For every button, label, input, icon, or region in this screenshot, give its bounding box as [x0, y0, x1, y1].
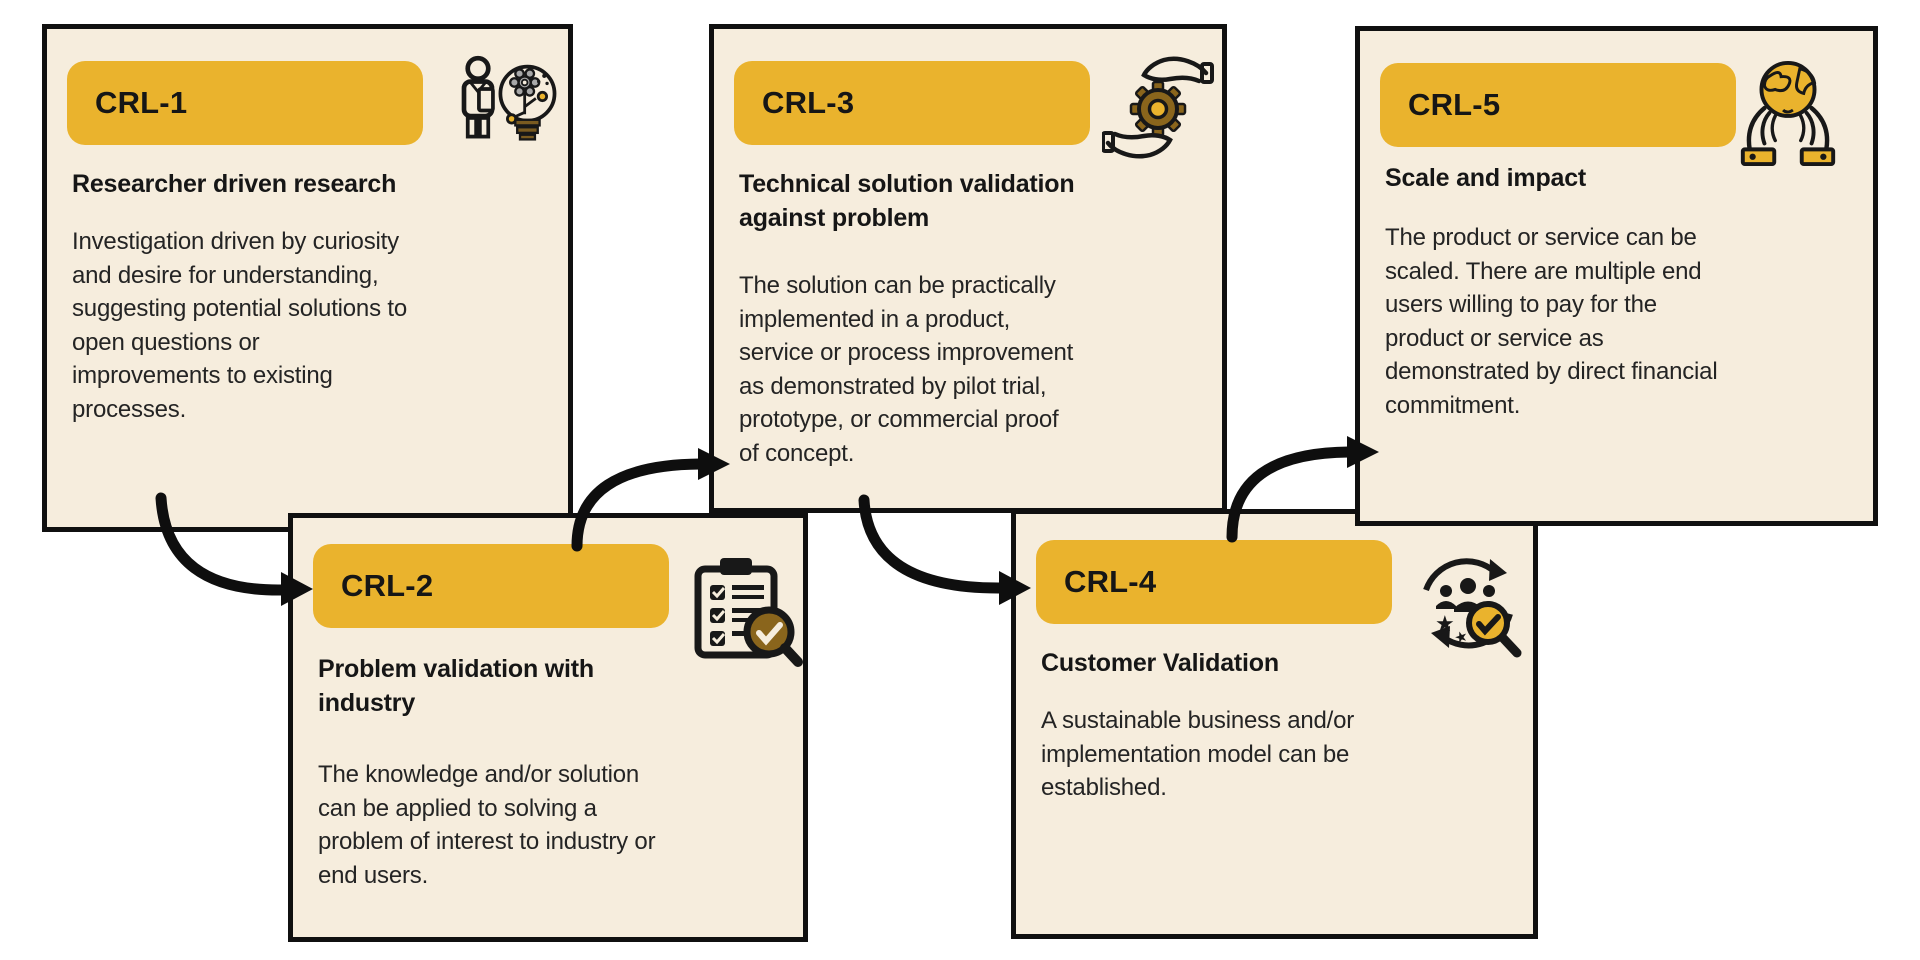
crl-4-card: CRL-4 ★ ★ Customer Validation A s	[1011, 509, 1538, 939]
crl-2-title: Problem validation with industry	[318, 655, 594, 717]
hands-globe-icon	[1729, 59, 1847, 169]
hands-gear-icon	[1101, 51, 1214, 161]
crl-4-body: A sustainable business and/or implementa…	[1041, 707, 1355, 801]
crl-1-title: Researcher driven research	[72, 170, 397, 198]
crl-2-badge: CRL-2	[313, 544, 669, 628]
crl-5-body: The product or service can be scaled. Th…	[1385, 224, 1718, 419]
crl-5-badge-label: CRL-5	[1408, 87, 1501, 122]
crl-3-title: Technical solution validation against pr…	[739, 170, 1075, 232]
crl-3-body: The solution can be practically implemen…	[739, 272, 1074, 467]
people-cycle-magnifier-icon: ★ ★	[1413, 548, 1525, 658]
crl-4-badge: CRL-4	[1036, 540, 1392, 624]
svg-text:★: ★	[1435, 612, 1455, 637]
arrow-crl3-to-crl4	[858, 494, 1007, 594]
crl-3-badge: CRL-3	[734, 61, 1090, 145]
crl-4-title: Customer Validation	[1041, 649, 1279, 677]
crl-1-body: Investigation driven by curiosity and de…	[72, 228, 407, 423]
crl-5-badge: CRL-5	[1380, 63, 1736, 147]
crl-2-card: CRL-2	[288, 513, 808, 942]
clipboard-checklist-magnifier-icon	[691, 554, 803, 667]
crl-4-badge-label: CRL-4	[1064, 564, 1157, 599]
researcher-idea-icon	[450, 51, 562, 161]
svg-text:★: ★	[1452, 626, 1470, 647]
crl-2-body: The knowledge and/or solution can be app…	[318, 761, 656, 889]
crl-1-badge: CRL-1	[67, 61, 423, 145]
crl-1-badge-label: CRL-1	[95, 85, 188, 120]
crl-1-card: CRL-1	[42, 24, 573, 532]
crl-3-badge-label: CRL-3	[762, 85, 855, 120]
crl-2-badge-label: CRL-2	[341, 568, 434, 603]
crl-3-card: CRL-3 T	[709, 24, 1227, 513]
crl-5-title: Scale and impact	[1385, 164, 1587, 192]
crl-5-card: CRL-5 Scale and impact The product or	[1355, 26, 1878, 526]
